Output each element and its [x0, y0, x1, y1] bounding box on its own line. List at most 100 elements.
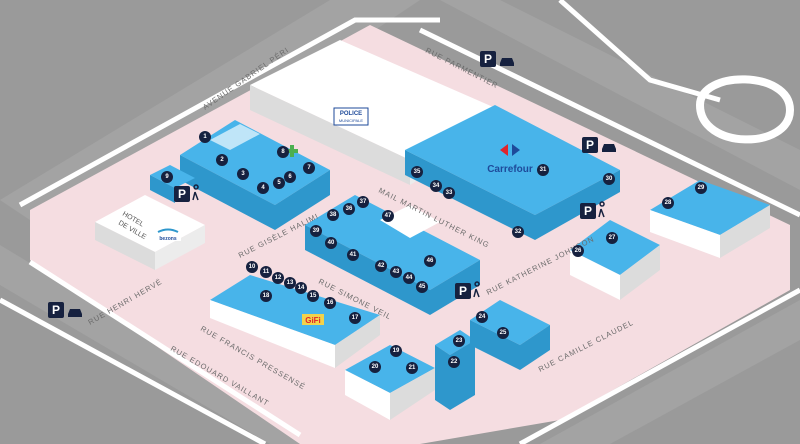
shop-marker-35[interactable]: 35 — [411, 166, 423, 178]
shop-marker-circle — [537, 164, 549, 176]
shop-number-label: 8 — [281, 149, 285, 155]
parking-label: P — [52, 303, 60, 317]
shop-marker-circle — [343, 203, 355, 215]
shop-marker-circle — [453, 335, 465, 347]
shop-marker-circle — [260, 266, 272, 278]
shop-marker-circle — [695, 182, 707, 194]
shop-marker-circle — [476, 311, 488, 323]
shop-marker-21[interactable]: 21 — [406, 362, 418, 374]
shop-marker-6[interactable]: 6 — [284, 171, 296, 183]
building-block-28-29 — [650, 180, 770, 258]
shop-marker-32[interactable]: 32 — [512, 226, 524, 238]
shop-number-label: 29 — [698, 185, 705, 191]
parking-marker-carrefour-east[interactable]: P — [582, 137, 616, 153]
shop-marker-11[interactable]: 11 — [260, 266, 272, 278]
shop-marker-42[interactable]: 42 — [375, 260, 387, 272]
shop-marker-3[interactable]: 3 — [237, 168, 249, 180]
shop-marker-7[interactable]: 7 — [303, 162, 315, 174]
shop-marker-10[interactable]: 10 — [246, 261, 258, 273]
shop-marker-39[interactable]: 39 — [310, 225, 322, 237]
shop-marker-circle — [310, 225, 322, 237]
shop-marker-40[interactable]: 40 — [325, 237, 337, 249]
shop-marker-circle — [272, 272, 284, 284]
shop-marker-46[interactable]: 46 — [424, 255, 436, 267]
shop-marker-28[interactable]: 28 — [662, 197, 674, 209]
parking-label: P — [459, 284, 467, 298]
shop-marker-44[interactable]: 44 — [403, 272, 415, 284]
shop-marker-23[interactable]: 23 — [453, 335, 465, 347]
shop-number-label: 25 — [500, 330, 507, 336]
shop-marker-12[interactable]: 12 — [272, 272, 284, 284]
shop-marker-circle — [349, 312, 361, 324]
shop-marker-26[interactable]: 26 — [572, 245, 584, 257]
shop-marker-18[interactable]: 18 — [260, 290, 272, 302]
shop-marker-circle — [295, 282, 307, 294]
shop-marker-circle — [382, 210, 394, 222]
shop-marker-45[interactable]: 45 — [416, 281, 428, 293]
shop-marker-47[interactable]: 47 — [382, 210, 394, 222]
parking-marker-west[interactable]: P — [174, 184, 199, 202]
shop-marker-43[interactable]: 43 — [390, 266, 402, 278]
shop-marker-17[interactable]: 17 — [349, 312, 361, 324]
shop-marker-30[interactable]: 30 — [603, 173, 615, 185]
shop-number-label: 23 — [456, 338, 463, 344]
shop-number-label: 17 — [352, 315, 359, 321]
shop-number-label: 11 — [263, 269, 270, 275]
shop-marker-circle — [416, 281, 428, 293]
shop-marker-circle — [284, 277, 296, 289]
shop-marker-19[interactable]: 19 — [390, 345, 402, 357]
shop-marker-16[interactable]: 16 — [324, 297, 336, 309]
shop-marker-circle — [406, 362, 418, 374]
shop-marker-circle — [307, 290, 319, 302]
bezons-logo-icon — [157, 228, 179, 233]
shop-marker-38[interactable]: 38 — [327, 209, 339, 221]
shop-marker-33[interactable]: 33 — [443, 187, 455, 199]
shop-number-label: 24 — [479, 314, 486, 320]
shop-marker-20[interactable]: 20 — [369, 361, 381, 373]
shop-number-label: 4 — [261, 185, 265, 191]
shop-marker-4[interactable]: 4 — [257, 182, 269, 194]
shop-marker-1[interactable]: 1 — [199, 131, 211, 143]
shop-number-label: 20 — [372, 364, 379, 370]
shop-marker-5[interactable]: 5 — [273, 177, 285, 189]
shop-number-label: 26 — [575, 248, 582, 254]
hotel-de-ville: HOTEL DE VILLE bezons — [95, 195, 205, 270]
shop-marker-circle — [497, 327, 509, 339]
shop-number-label: 19 — [393, 348, 400, 354]
shop-marker-34[interactable]: 34 — [430, 180, 442, 192]
shop-marker-25[interactable]: 25 — [497, 327, 509, 339]
shop-marker-37[interactable]: 37 — [357, 196, 369, 208]
shop-marker-circle — [327, 209, 339, 221]
shop-marker-27[interactable]: 27 — [606, 232, 618, 244]
shop-marker-29[interactable]: 29 — [695, 182, 707, 194]
shop-marker-14[interactable]: 14 — [295, 282, 307, 294]
shop-marker-circle — [246, 261, 258, 273]
shop-marker-circle — [257, 182, 269, 194]
parking-marker-henri-herve[interactable]: P — [48, 302, 82, 318]
building-block-10-18 — [210, 275, 380, 368]
shop-marker-15[interactable]: 15 — [307, 290, 319, 302]
shop-marker-9[interactable]: 9 — [161, 171, 173, 183]
shop-number-label: 43 — [393, 269, 400, 275]
shop-number-label: 45 — [419, 284, 426, 290]
shop-number-label: 46 — [427, 258, 434, 264]
parking-marker-parmentier[interactable]: P — [480, 51, 514, 67]
shop-marker-circle — [411, 166, 423, 178]
shop-marker-24[interactable]: 24 — [476, 311, 488, 323]
parking-label: P — [484, 52, 492, 66]
carrefour-logo-icon — [500, 144, 508, 156]
shop-marker-36[interactable]: 36 — [343, 203, 355, 215]
shop-number-label: 2 — [220, 157, 224, 163]
shop-marker-41[interactable]: 41 — [347, 249, 359, 261]
parking-marker-carrefour-south[interactable]: P — [580, 201, 605, 219]
parking-marker-central[interactable]: P — [455, 281, 480, 299]
shop-marker-circle — [572, 245, 584, 257]
shop-number-label: 12 — [275, 275, 282, 281]
shop-marker-22[interactable]: 22 — [448, 356, 460, 368]
shop-marker-13[interactable]: 13 — [284, 277, 296, 289]
shop-marker-circle — [277, 146, 289, 158]
shop-marker-31[interactable]: 31 — [537, 164, 549, 176]
shop-marker-8[interactable]: 8 — [277, 146, 289, 158]
shop-marker-2[interactable]: 2 — [216, 154, 228, 166]
